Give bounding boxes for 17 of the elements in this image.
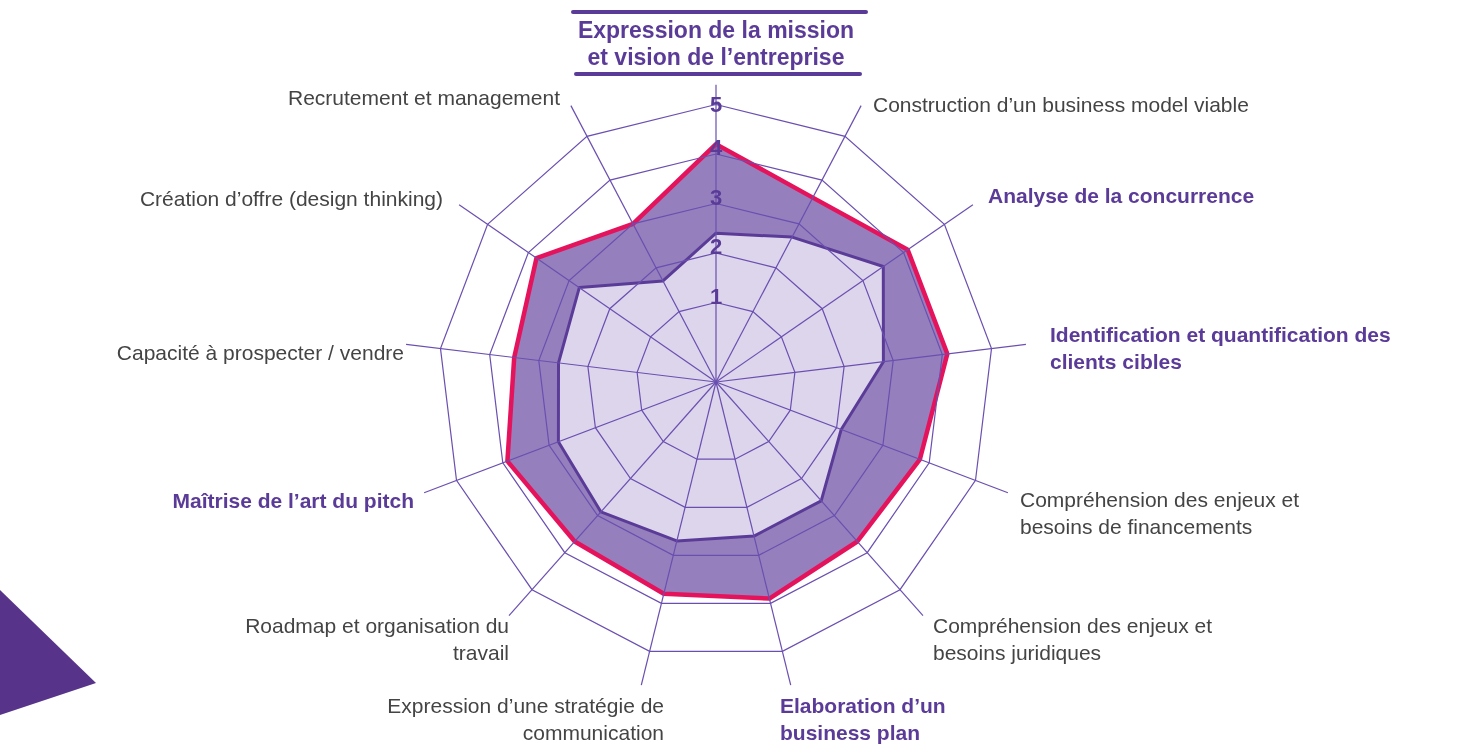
axis-label: Création d’offre (design thinking) [139,186,443,212]
axis-label: Compréhension des enjeux et besoins de financements [1020,487,1300,540]
axis-label: Capacité à prospecter / vendre [116,340,404,366]
scale-value: 2 [709,236,723,258]
scale-value: 4 [709,137,723,159]
axis-label: Identification et quantification des clients cibles [1050,322,1392,375]
axis-label: Compréhension des enjeux et besoins juridiques [933,613,1213,666]
axis-label: Construction d’un business model viable [873,92,1249,118]
axis-label: Analyse de la concurrence [988,183,1255,209]
axis-label: Roadmap et organisation du travail [244,613,509,666]
axis-label: Recrutement et management [288,85,560,111]
axis-label: Expression de la mission et vision de l’entreprise [576,17,856,71]
axis-label: Elaboration d’un business plan [780,693,947,746]
axis-label: Maîtrise de l’art du pitch [172,488,414,514]
axis-label: Expression d’une stratégie de communication [386,693,664,746]
scale-value: 3 [709,186,723,209]
scale-value: 1 [709,285,723,308]
